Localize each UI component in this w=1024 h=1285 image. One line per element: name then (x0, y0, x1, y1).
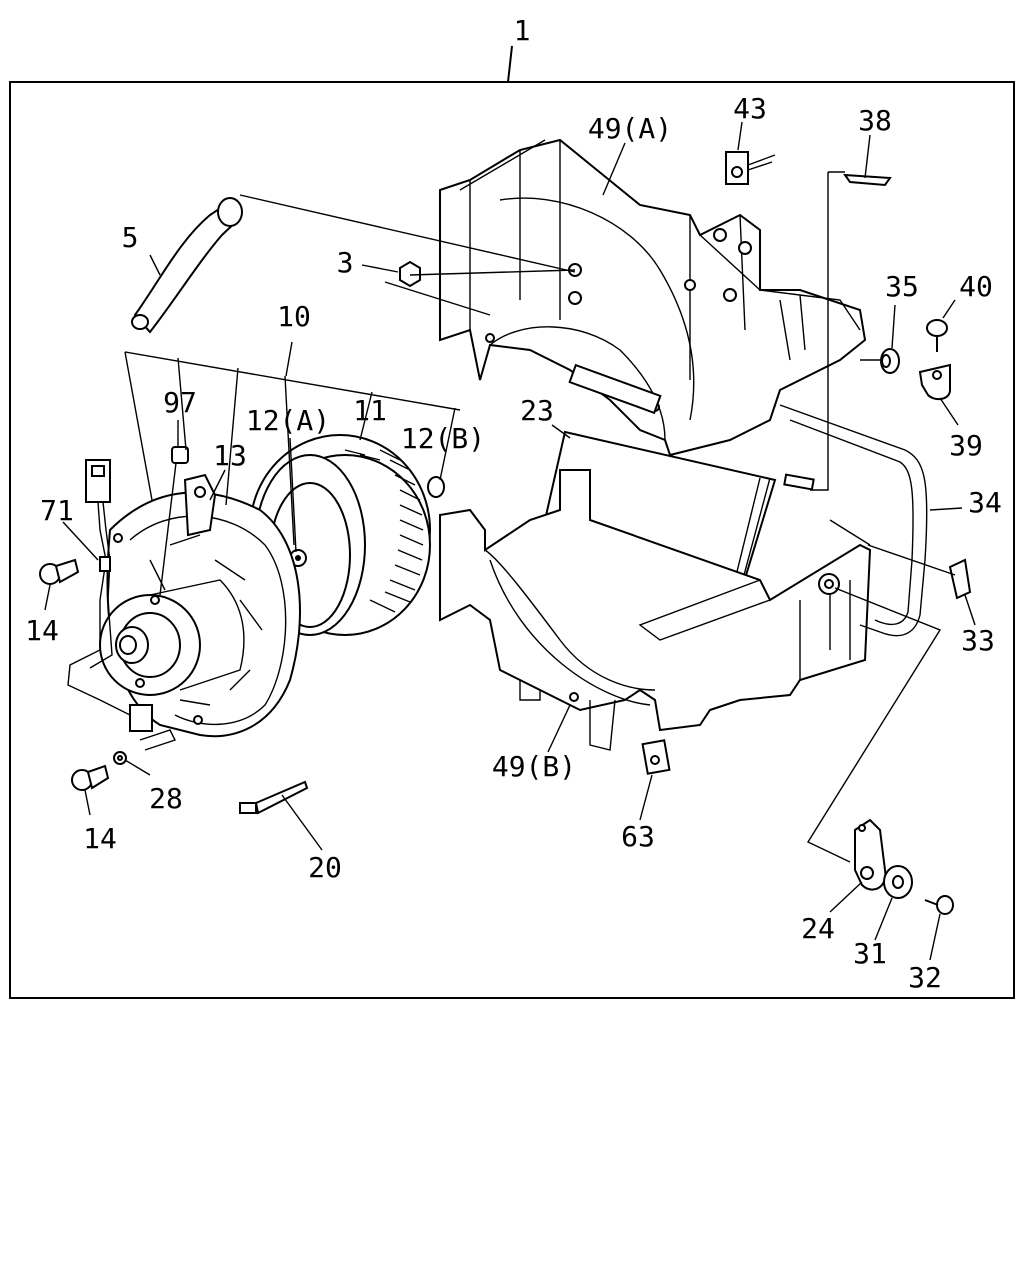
callout-43: 43 (733, 92, 767, 125)
blower-motor (99, 579, 245, 696)
callout-63: 63 (621, 820, 655, 853)
callout-31: 31 (853, 937, 887, 970)
grommet-35 (880, 348, 900, 374)
callout-5: 5 (122, 221, 139, 254)
clip-63 (641, 739, 671, 775)
callout-39: 39 (949, 429, 983, 462)
callout-14-lower: 14 (83, 822, 117, 855)
washer-28 (113, 751, 127, 765)
callout-13: 13 (213, 439, 247, 472)
nut-3 (399, 260, 421, 288)
resistor-97 (159, 446, 189, 596)
callout-28: 28 (149, 782, 183, 815)
callout-labels: 1 49(A) 43 38 5 3 35 40 10 97 12(A) 11 1… (25, 14, 1002, 994)
lever-24 (854, 818, 887, 891)
upper-case-49a (439, 138, 867, 457)
callout-12b: 12(B) (401, 422, 485, 455)
callout-71: 71 (40, 494, 74, 527)
callout-14-upper: 14 (25, 614, 59, 647)
callout-97: 97 (163, 386, 197, 419)
leader-1 (507, 45, 513, 83)
screw-40 (926, 319, 948, 352)
duct-34 (779, 404, 928, 637)
callout-12a: 12(A) (246, 404, 330, 437)
callout-38: 38 (858, 104, 892, 137)
callout-20: 20 (308, 851, 342, 884)
callout-3: 3 (337, 246, 354, 279)
gear-31 (883, 865, 913, 899)
callout-40: 40 (959, 270, 993, 303)
callout-24: 24 (801, 912, 835, 945)
screw-43 (725, 151, 776, 185)
callout-1: 1 (514, 14, 531, 47)
callout-11: 11 (353, 394, 387, 427)
callout-33: 33 (961, 624, 995, 657)
clip-12b (427, 476, 445, 498)
harness-71 (67, 459, 176, 751)
clamp-39 (918, 363, 951, 401)
leader-lines (44, 121, 976, 961)
callout-10: 10 (277, 300, 311, 333)
bolt-14-upper (39, 558, 80, 585)
callout-49b: 49(B) (492, 750, 576, 783)
diagram-frame (9, 81, 1015, 999)
callout-35: 35 (885, 270, 919, 303)
tie-strap-20 (239, 780, 309, 815)
clip-33 (948, 558, 972, 600)
bolt-14-lower (71, 764, 110, 791)
hose-5 (131, 197, 243, 334)
clip-38 (842, 173, 892, 187)
screw-32 (924, 895, 954, 915)
callout-32: 32 (908, 961, 942, 994)
filter-23 (543, 430, 815, 597)
callout-34: 34 (968, 486, 1002, 519)
callout-23: 23 (520, 394, 554, 427)
callout-49a: 49(A) (588, 112, 672, 145)
lower-case-49b (439, 469, 872, 751)
